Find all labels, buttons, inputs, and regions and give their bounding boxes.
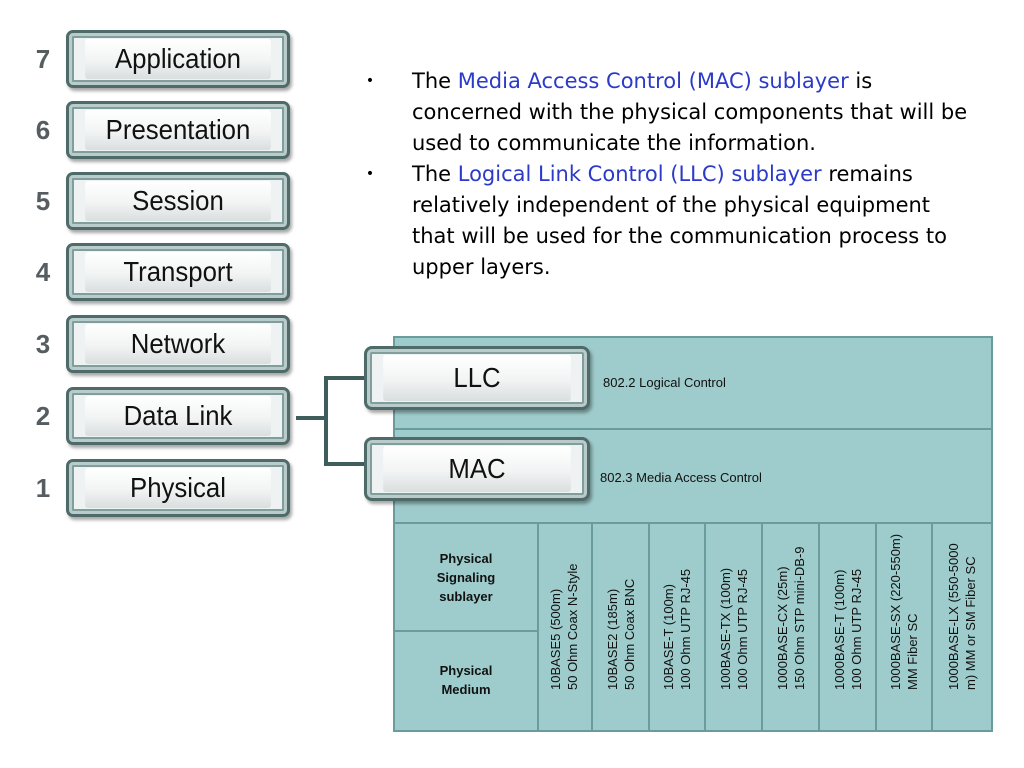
bullet-text-start: The [412,69,458,93]
layer-box: Data Link [66,387,290,445]
llc-box: LLC [364,346,590,410]
osi-layer-3: 3 Network [30,315,300,377]
llc-description: 802.2 Logical Control [603,375,726,390]
layer-box: Physical [66,459,290,517]
description-text: • The Media Access Control (MAC) sublaye… [360,66,970,283]
standard-10base2: 10BASE2 (185m)50 Ohm Coax BNC [593,524,650,730]
layer-number: 1 [35,473,51,503]
mac-box: MAC [364,437,590,501]
physical-signaling-label: Physical Signaling sublayer [395,524,537,632]
llc-band: 802.2 Logical Control [395,338,991,430]
osi-layer-5: 5 Session [30,172,300,234]
mac-sublayer-term: Media Access Control (MAC) sublayer [457,69,849,93]
layer-number: 3 [35,329,51,359]
physical-medium-label: Physical Medium [439,663,493,697]
osi-layer-2: 2 Data Link [30,387,300,449]
layer-number: 2 [35,401,51,431]
llc-sublayer-term: Logical Link Control (LLC) sublayer [457,162,822,186]
bullet-marker: • [365,166,375,182]
mac-description: 802.3 Media Access Control [600,470,762,485]
bullet-text-end: remains relatively independent of the ph… [412,162,947,279]
standard-10base5: 10BASE5 (500m)50 Ohm Coax N-Style [537,524,593,730]
physical-row-labels: Physical Signaling sublayer Physical Med… [395,524,539,730]
bullet-marker: • [365,73,375,89]
standard-10base-t: 10BASE-T (100m)100 Ohm UTP RJ-45 [650,524,706,730]
layer-number: 4 [35,257,51,287]
layer-number: 6 [35,115,51,145]
osi-layer-6: 6 Presentation [30,101,300,163]
layer-name: Physical [85,468,271,508]
osi-layer-1: 1 Physical [30,459,300,521]
bullet-text-end: is concerned with the physical component… [412,69,968,155]
layer-name: Data Link [85,396,271,436]
bullet-llc: • The Logical Link Control (LLC) sublaye… [360,159,970,283]
layer-number: 5 [35,186,51,216]
bullet-mac: • The Media Access Control (MAC) sublaye… [360,66,970,159]
standard-1000base-t: 1000BASE-T (100m)100 Ohm UTP RJ-45 [820,524,877,730]
layer-box: Application [66,30,290,88]
mac-label: MAC [383,446,571,492]
layer-box: Presentation [66,101,290,159]
layer-box: Session [66,172,290,230]
layer-number: 7 [35,44,51,74]
bullet-text-start: The [412,162,458,186]
layer-name: Application [85,39,271,79]
layer-box: Network [66,315,290,373]
layer-name: Network [85,324,271,364]
standard-1000base-cx: 1000BASE-CX (25m)150 Ohm STP mini-DB-9 [763,524,820,730]
osi-layer-4: 4 Transport [30,243,300,305]
layer-name: Presentation [85,110,271,150]
layer-box: Transport [66,243,290,301]
llc-label: LLC [383,355,571,401]
mac-band: 802.3 Media Access Control [395,430,991,524]
osi-layer-7: 7 Application [30,30,300,92]
standard-1000base-sx: 1000BASE-SX (220-550m)MM Fiber SC [877,524,933,730]
layer-name: Transport [85,252,271,292]
layer-name: Session [85,181,271,221]
standard-100base-tx: 100BASE-TX (100m)100 Ohm UTP RJ-45 [706,524,763,730]
